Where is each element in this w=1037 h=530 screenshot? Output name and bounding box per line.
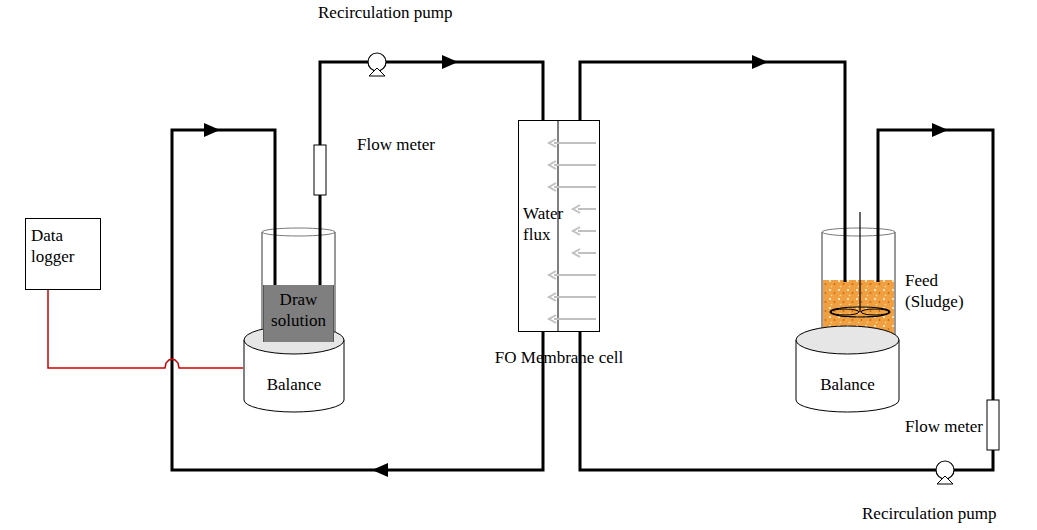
pump-base	[369, 68, 385, 76]
water-flux-arrow	[549, 315, 596, 323]
water-flux-arrow	[549, 293, 596, 301]
flow-arrowhead	[442, 55, 458, 69]
pump-base	[937, 476, 953, 484]
balance-top	[244, 326, 344, 354]
flux-label: Water flux	[523, 203, 571, 246]
balance: Balance	[795, 324, 900, 414]
water-flux-arrow	[549, 161, 596, 169]
connector-line	[172, 130, 543, 470]
feed-label: Feed (Sludge)	[905, 270, 977, 313]
membrane-cell: Water fluxFO Membrane cell	[518, 120, 600, 332]
node-text: Data logger	[31, 225, 95, 268]
pump-label: Recirculation pump	[862, 503, 997, 524]
beaker-rim	[262, 228, 335, 236]
water-flux-arrow	[573, 205, 596, 213]
recirculation-pump	[368, 53, 386, 76]
data-logger-box: Data logger	[25, 218, 101, 290]
node-text: Draw solution	[266, 289, 331, 332]
flow-meter	[314, 145, 326, 195]
flow-arrowhead	[372, 463, 388, 477]
flow-meter-label: Flow meter	[905, 416, 983, 437]
water-flux-arrow	[549, 183, 596, 191]
node-text: Balance	[795, 374, 900, 395]
draw-pipe	[172, 123, 543, 477]
flow-meter	[987, 400, 999, 450]
balance-top	[796, 326, 899, 354]
draw-pipe	[320, 55, 543, 285]
water-flux-arrow	[573, 227, 596, 235]
water-flux-arrow	[573, 249, 596, 257]
stirrer-blade	[831, 309, 859, 315]
beaker-wall	[262, 232, 335, 343]
flow-arrowhead	[932, 123, 948, 137]
membrane-line	[558, 121, 559, 331]
stirrer-blade	[861, 309, 889, 315]
water-flux-arrow	[549, 271, 596, 279]
water-flux-arrow	[549, 139, 596, 147]
node-text: Balance	[243, 374, 345, 395]
signal-wire	[48, 290, 243, 368]
draw-solution: Draw solution	[263, 285, 334, 342]
recirculation-pump	[936, 461, 954, 484]
pump-label: Recirculation pump	[318, 2, 453, 23]
connector-line	[48, 290, 243, 368]
flow-arrowhead	[752, 55, 768, 69]
flow-meter-label: Flow meter	[357, 134, 435, 155]
feed-pipe	[580, 62, 845, 282]
flow-arrowhead	[204, 123, 220, 137]
stirrer-shaft	[859, 212, 860, 312]
cell-heading: FO Membrane cell	[495, 347, 623, 368]
balance-outline	[795, 324, 900, 414]
feed-pipe	[580, 130, 993, 470]
beaker-rim	[822, 228, 895, 236]
stirrer-paddle	[830, 307, 890, 317]
connector-line	[320, 62, 543, 285]
